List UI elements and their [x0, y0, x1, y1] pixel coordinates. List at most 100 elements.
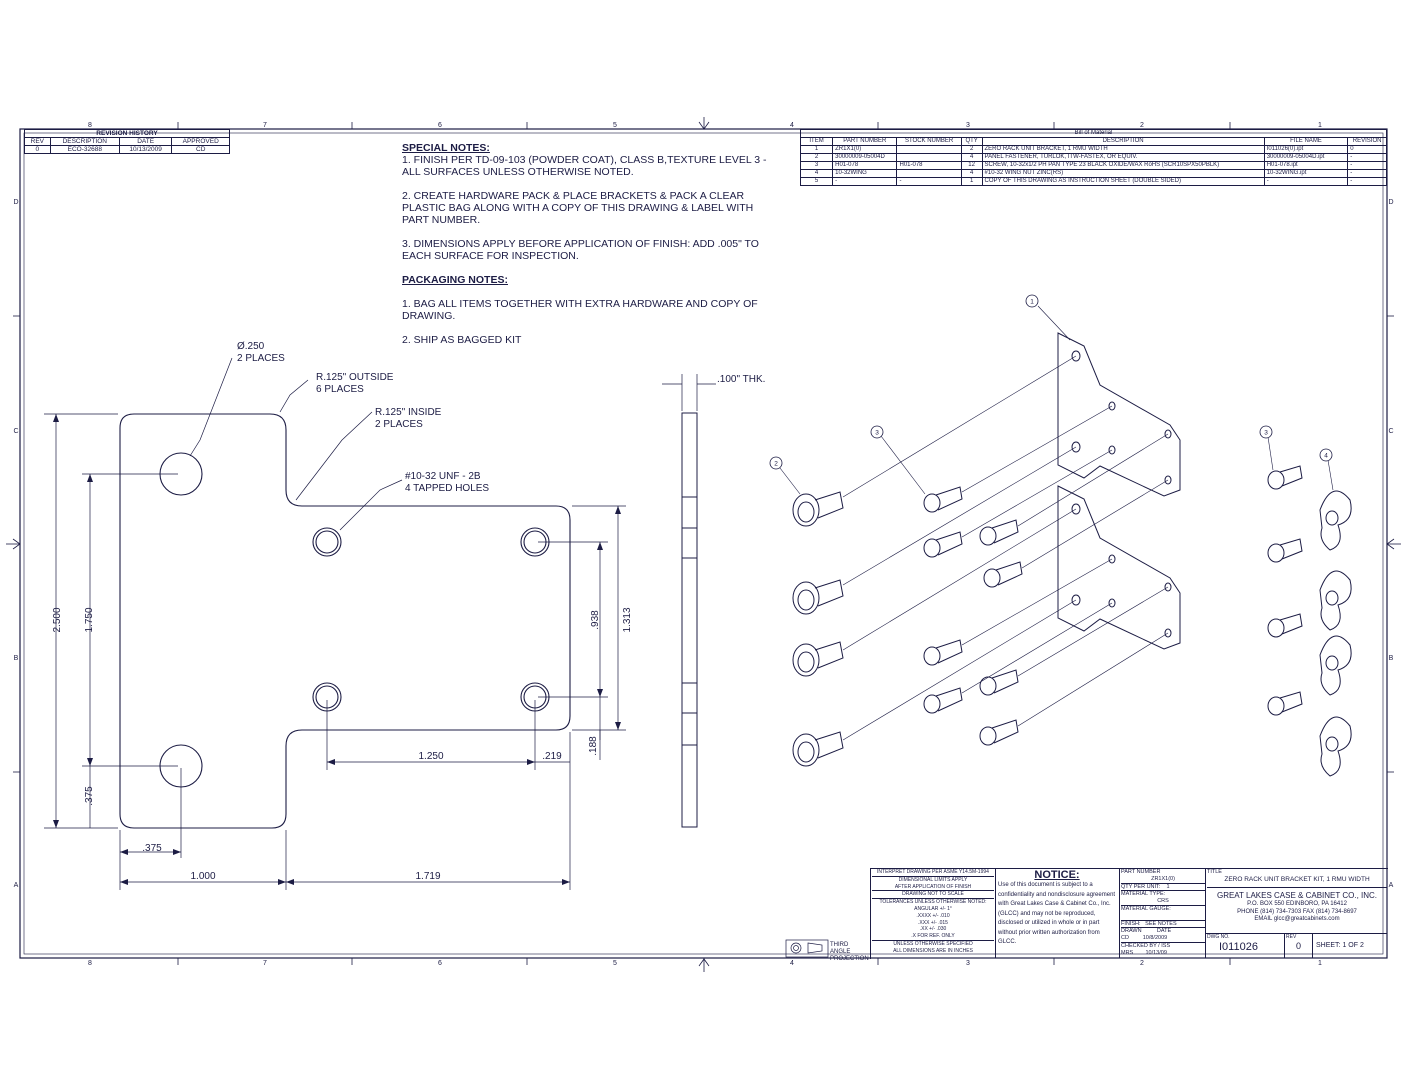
gauge-label: MATERIAL GAUGE:	[1121, 906, 1205, 921]
bom-header: ITEM	[799, 137, 834, 146]
bom-cell: ZR1X1(0)	[832, 145, 898, 154]
bom-cell: -	[896, 177, 962, 186]
sheet-number: SHEET: 1 OF 2	[1316, 942, 1364, 949]
revision-history-table: REVISION HISTORY REV DESCRIPTION DATE AP…	[24, 129, 230, 154]
explosion-lines	[779, 305, 1334, 741]
screw	[979, 719, 1019, 746]
dim-219: .219	[542, 751, 562, 762]
bom-cell: SCREW, 10-32x1/2 PH PAN TYPE 23 BLACK OX…	[981, 161, 1265, 170]
drawn-label: DRAWN	[1121, 928, 1142, 935]
bom-cell: -	[1263, 177, 1349, 186]
balloon-3-right: 3	[1264, 430, 1268, 437]
bom-cell: I011026(0).ipt	[1263, 145, 1349, 154]
bom-cell: 4	[960, 153, 983, 162]
balloon-2: 2	[774, 461, 778, 468]
dim-1719: 1.719	[415, 871, 440, 882]
screw	[923, 687, 963, 714]
special-note: 1. FINISH PER TD-09-103 (POWDER COAT), C…	[402, 154, 767, 178]
screw	[979, 519, 1019, 546]
special-notes-heading: SPECIAL NOTES:	[402, 142, 490, 154]
tapped-hole	[312, 527, 342, 557]
bom-cell: H01-078.ipt	[1263, 161, 1349, 170]
bom-cell: -	[1347, 169, 1387, 178]
zone-label-bottom: 6	[438, 960, 442, 967]
balloon-4: 4	[1324, 453, 1328, 460]
checked-date: 10/13/09	[1145, 949, 1167, 956]
zone-label-top: 2	[1140, 122, 1144, 129]
callout-hole-places: 2 PLACES	[237, 353, 285, 364]
bom-cell: 2	[960, 145, 983, 154]
revision-header: APPROVED	[171, 137, 230, 146]
zone-label-side: C	[1388, 428, 1393, 435]
bom-cell: 4	[960, 169, 983, 178]
screw	[1267, 691, 1303, 716]
drawn-date: 10/8/2009	[1142, 935, 1168, 942]
tolerance-2place: .XX +/- .030	[919, 926, 947, 933]
callout-radius-inside-places: 2 PLACES	[375, 419, 423, 430]
bom-header: PART NUMBER	[832, 137, 898, 146]
unless-specified: UNLESS OTHERWISE SPECIFIED	[893, 940, 973, 947]
inches-note: ALL DIMENSIONS ARE IN INCHES	[893, 947, 973, 954]
special-note: 2. CREATE HARDWARE PACK & PLACE BRACKETS…	[402, 190, 754, 226]
callout-hole-diameter: Ø.250	[237, 341, 265, 352]
bom-row: 4 10-32WING 4 #10-32 WING NUT ZINC(RS) 1…	[799, 169, 1387, 178]
checked-label: CHECKED BY / ISS	[1121, 942, 1171, 949]
callout-radius-outside-places: 6 PLACES	[316, 384, 364, 395]
zone-label-side: C	[13, 428, 18, 435]
material-label: MATERIAL TYPE:	[1121, 891, 1166, 898]
notice-title: NOTICE:	[1034, 869, 1080, 881]
finish-value: SEE NOTES	[1145, 920, 1177, 927]
tolerance-angular: ANGULAR +/- 1°	[914, 905, 952, 912]
title-company-block: TITLE ZERO RACK UNIT BRACKET KIT, 1 RMU …	[1207, 869, 1387, 924]
bracket-upper	[1057, 332, 1181, 497]
bracket-edge-view	[662, 374, 716, 828]
bom-row: 3 H01-078 H01-078 12 SCREW, 10-32x1/2 PH…	[799, 161, 1387, 170]
inner-border	[23, 132, 1384, 955]
qty-label: QTY PER UNIT:	[1121, 883, 1161, 890]
bom-header: DESCRIPTION	[981, 137, 1265, 146]
zone-label-top: 1	[1318, 122, 1322, 129]
bom-header-row: ITEM PART NUMBER STOCK NUMBER QTY DESCRI…	[799, 137, 1387, 146]
drawing-number: I011026	[1219, 941, 1258, 953]
bom-cell: H01-078	[832, 161, 898, 170]
interpret-note: INTERPRET DRAWING PER ASME Y14.5M-1994	[872, 869, 994, 877]
title-label: TITLE	[1207, 869, 1222, 875]
zone-label-side: B	[14, 655, 19, 662]
revision-cell: ECO-32688	[49, 145, 120, 154]
wing-nut	[1319, 570, 1352, 631]
tolerance-heading: TOLERANCES UNLESS OTHERWISE NOTED:	[879, 899, 987, 906]
company-name: GREAT LAKES CASE & CABINET CO., INC.	[1216, 891, 1378, 900]
notice-block: NOTICE: Use of this document is subject …	[998, 869, 1116, 948]
wing-nut	[1319, 490, 1352, 551]
zone-label-top: 8	[88, 122, 92, 129]
zone-label-bottom: 7	[263, 960, 267, 967]
dim-1313: 1.313	[622, 607, 633, 632]
bom-title: Bill of Material	[800, 129, 1387, 138]
bom-row: 5 - - 1 COPY OF THIS DRAWING AS INSTRUCT…	[799, 177, 1387, 186]
bracket-flat-view	[119, 413, 571, 829]
tolerance-4place: .XXXX +/- .010	[916, 912, 950, 919]
callout-thickness: .100" THK.	[717, 374, 765, 385]
tolerance-block: INTERPRET DRAWING PER ASME Y14.5M-1994 D…	[872, 869, 994, 955]
callout-radius-inside: R.125" INSIDE	[375, 407, 442, 418]
callout-radius-outside: R.125" OUTSIDE	[316, 372, 394, 383]
dim-1000: 1.000	[190, 871, 215, 882]
zone-label-top: 3	[966, 122, 970, 129]
bom-cell	[896, 169, 962, 178]
bom-header: REVISION	[1347, 137, 1387, 146]
part-number: ZR1X1(0)	[1121, 876, 1205, 884]
notes-block: SPECIAL NOTES: 1. FINISH PER TD-09-103 (…	[402, 142, 772, 358]
bom-cell: 30000009-05004D.ipt	[1263, 153, 1349, 162]
wing-nut	[1319, 716, 1352, 777]
company-phone: PHONE (814) 734-7303 FAX (814) 734-8697	[1237, 908, 1357, 915]
bracket-lower	[1057, 485, 1181, 650]
special-note: 3. DIMENSIONS APPLY BEFORE APPLICATION O…	[402, 238, 759, 262]
balloon-3: 3	[875, 430, 879, 437]
bom-header: STOCK NUMBER	[896, 137, 962, 146]
drawn-by: CD	[1121, 935, 1129, 942]
tolerance-1place: .X FOR REF. ONLY	[872, 933, 994, 941]
drawn-date-label: DATE	[1156, 928, 1172, 935]
screw	[923, 531, 963, 558]
zone-label-top: 4	[790, 122, 794, 129]
